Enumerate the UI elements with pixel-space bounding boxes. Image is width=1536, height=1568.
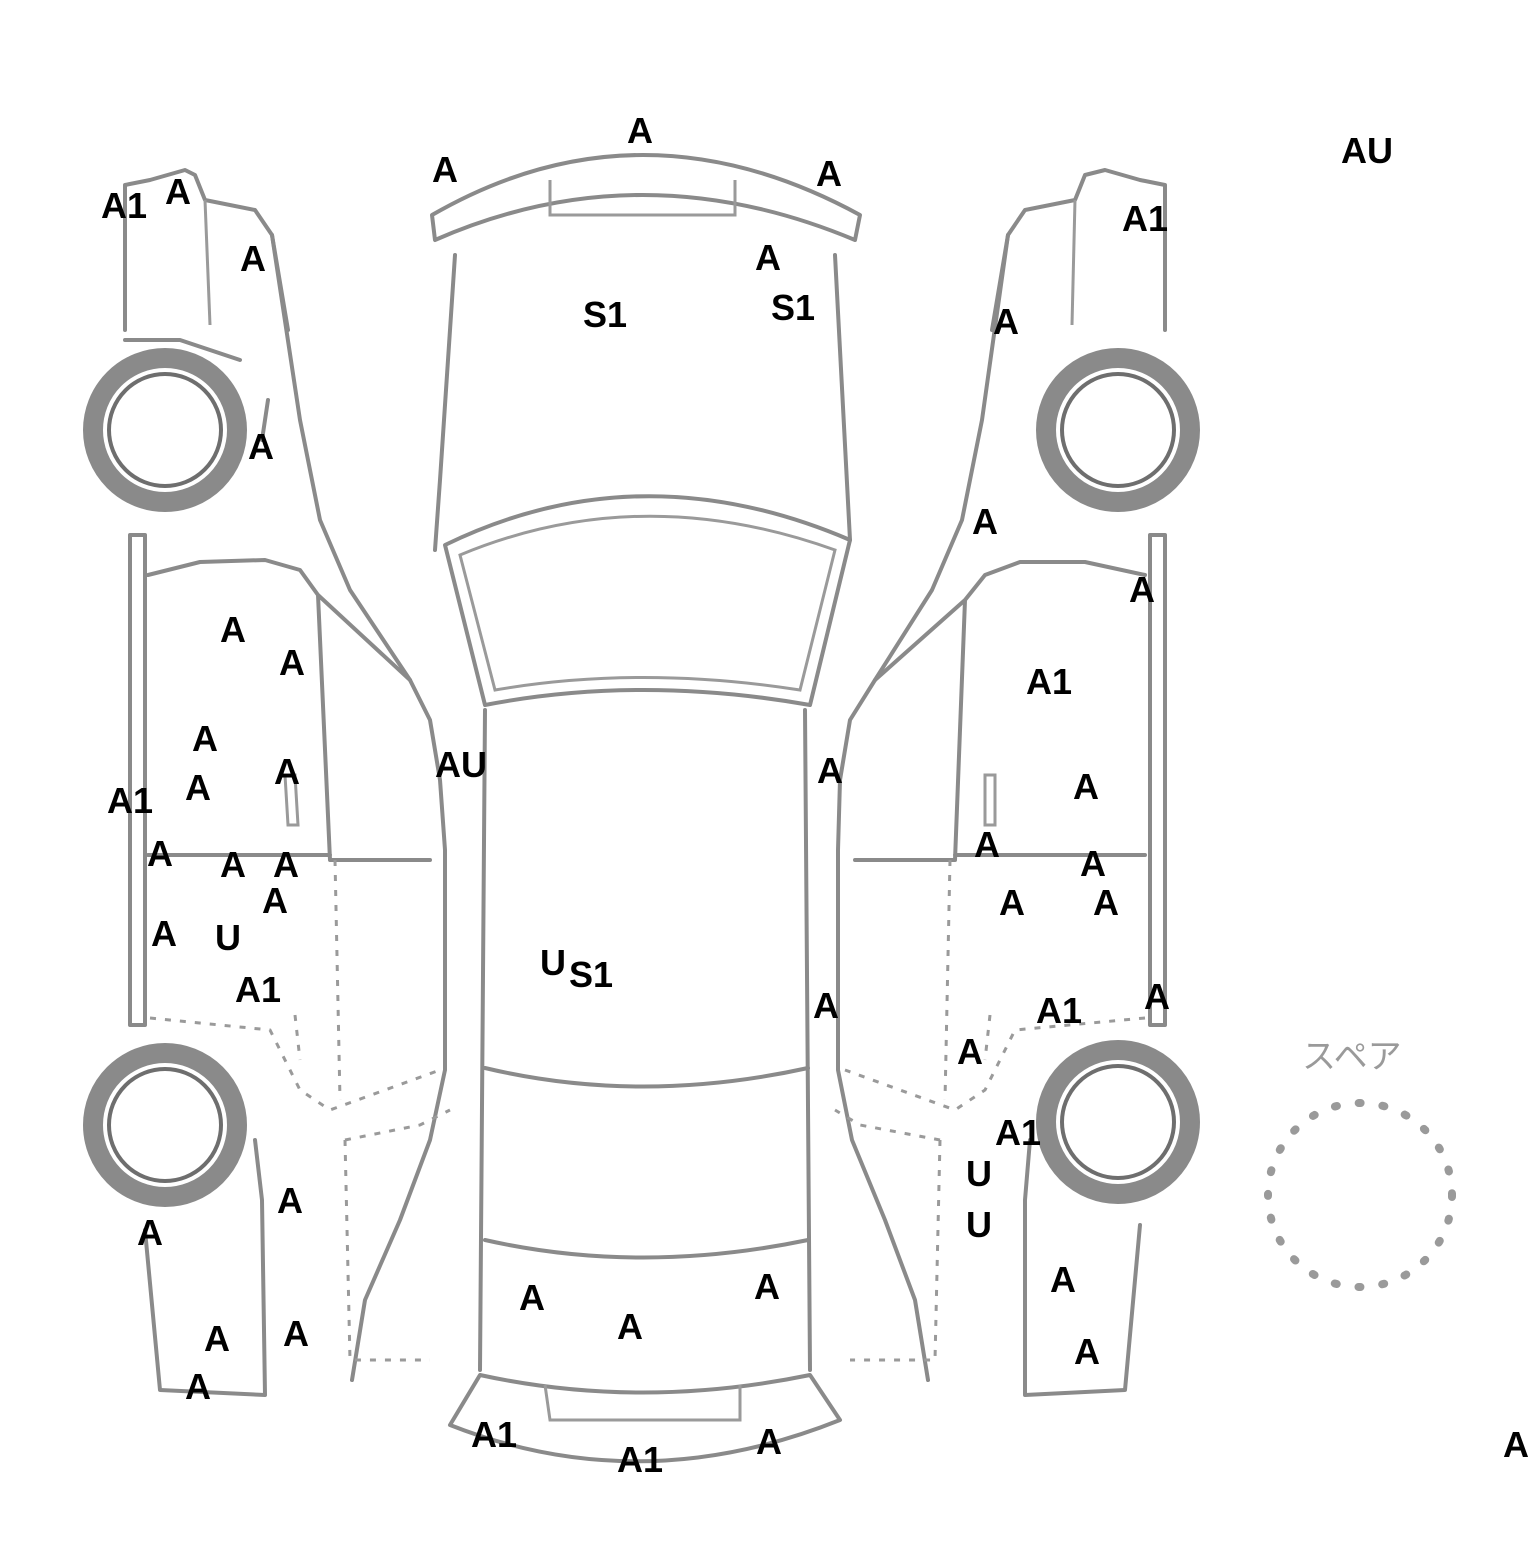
right-doors-outline <box>853 560 1147 862</box>
spare-tyre: スペア <box>1264 1037 1456 1291</box>
damage-mark: A1 <box>101 185 147 226</box>
left-doors-outline <box>146 558 432 862</box>
damage-mark: A <box>283 1313 309 1354</box>
windshield-outline <box>443 494 852 707</box>
right-bumper-divider <box>1070 199 1077 326</box>
damage-mark: AU <box>1341 130 1393 171</box>
damage-mark: AU <box>435 744 487 785</box>
left-door-handle <box>283 773 300 827</box>
damage-mark: A <box>220 844 246 885</box>
damage-mark: A <box>248 426 274 467</box>
damage-mark: A1 <box>235 969 281 1010</box>
left-front-rim <box>107 372 223 488</box>
front-grille <box>548 180 737 217</box>
damage-mark: A <box>1503 1424 1529 1465</box>
spare-label: スペア <box>1302 1037 1402 1077</box>
damage-mark: A1 <box>995 1112 1041 1153</box>
damage-mark: A <box>147 833 173 874</box>
right-rear-rim <box>1060 1064 1176 1180</box>
left-rear-bumper-outline <box>143 1138 267 1397</box>
right-door-handle <box>983 773 997 827</box>
damage-mark: A1 <box>617 1439 663 1480</box>
damage-mark: U <box>966 1204 992 1245</box>
left-rear-rim <box>107 1067 223 1183</box>
damage-mark: A1 <box>1026 661 1072 702</box>
left-rocker-panel <box>128 533 147 1027</box>
right-front-bumper-outline <box>990 168 1167 332</box>
damage-mark: A <box>273 844 299 885</box>
right-rocker-panel <box>1148 533 1167 1027</box>
damage-mark: A <box>957 1031 983 1072</box>
damage-mark: A <box>240 238 266 279</box>
windshield-inner <box>458 514 837 692</box>
damage-mark: A <box>519 1277 545 1318</box>
damage-mark: A1 <box>471 1414 517 1455</box>
left-front-bumper-outline <box>123 168 290 332</box>
damage-mark: A <box>1073 766 1099 807</box>
damage-mark: A <box>204 1318 230 1359</box>
damage-mark: A <box>137 1212 163 1253</box>
damage-mark: A <box>756 1421 782 1462</box>
damage-mark: S1 <box>569 954 613 995</box>
roof-outline <box>478 708 812 1372</box>
damage-mark: A <box>617 1306 643 1347</box>
damage-mark: A <box>754 1266 780 1307</box>
damage-mark: A <box>1093 882 1119 923</box>
damage-mark: A <box>185 1366 211 1407</box>
left-rear-dotted-line <box>149 859 451 1362</box>
damage-mark: A <box>1144 976 1170 1017</box>
damage-mark: A <box>627 110 653 151</box>
front-bumper-top <box>430 153 862 242</box>
left-side-view <box>83 168 451 1397</box>
top-view <box>430 153 862 1464</box>
damage-mark: S1 <box>583 294 627 335</box>
right-side-view <box>834 168 1200 1397</box>
left-body-outline <box>123 233 447 1382</box>
right-front-rim <box>1060 372 1176 488</box>
right-rear-bumper-outline <box>1023 1138 1142 1397</box>
damage-mark: S1 <box>771 287 815 328</box>
damage-marks: A A A AU A1 A A A1 A A S1 A S1 A A A A A… <box>101 110 1529 1480</box>
damage-mark: A <box>817 750 843 791</box>
damage-mark: U <box>966 1153 992 1194</box>
damage-mark: A <box>274 751 300 792</box>
damage-mark: U <box>540 942 566 983</box>
spare-tyre-circle <box>1264 1099 1456 1291</box>
damage-mark: A <box>974 824 1000 865</box>
right-rear-dotted-line <box>834 859 1146 1362</box>
damage-mark: A <box>993 301 1019 342</box>
damage-mark: A <box>813 985 839 1026</box>
damage-mark: A <box>1050 1259 1076 1300</box>
damage-mark: A <box>185 767 211 808</box>
rear-license-area <box>543 1384 742 1422</box>
damage-mark: A <box>816 153 842 194</box>
damage-mark: A <box>999 882 1025 923</box>
hood-outline <box>433 253 852 552</box>
rear-bumper-top <box>448 1373 842 1464</box>
right-body-outline <box>836 233 1010 1382</box>
damage-mark: A1 <box>1036 990 1082 1031</box>
damage-mark: A <box>1074 1331 1100 1372</box>
damage-mark: A <box>1080 843 1106 884</box>
damage-mark: A1 <box>1122 198 1168 239</box>
damage-mark: A <box>151 913 177 954</box>
damage-mark: A <box>432 149 458 190</box>
damage-mark: A <box>262 880 288 921</box>
left-bumper-divider <box>203 199 212 326</box>
damage-mark: A <box>277 1180 303 1221</box>
damage-mark: A <box>1129 569 1155 610</box>
damage-mark: A1 <box>107 780 153 821</box>
damage-mark: A <box>279 642 305 683</box>
damage-mark: A <box>220 609 246 650</box>
damage-mark: A <box>192 718 218 759</box>
damage-mark: A <box>165 171 191 212</box>
damage-mark: A <box>972 501 998 542</box>
damage-mark: A <box>755 237 781 278</box>
damage-mark: U <box>215 917 241 958</box>
rear-window-line <box>483 1066 810 1260</box>
